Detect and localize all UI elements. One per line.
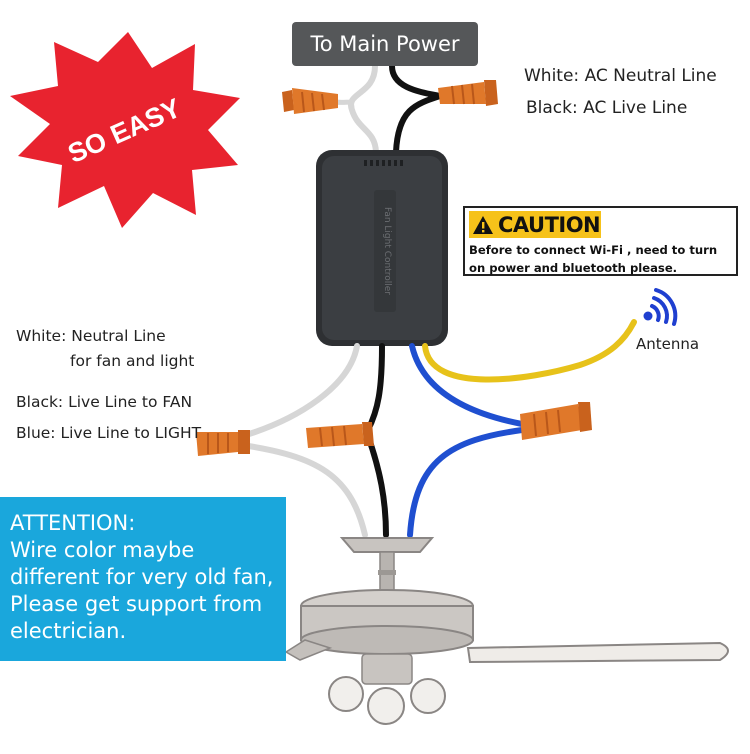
input-white-wire-lead [332,99,355,113]
antenna-signal-icon [643,288,678,326]
caution-title: CAUTION [498,212,601,237]
legend-white-line-2: for fan and light [70,352,195,370]
yellow-antenna-wire [422,319,637,383]
attention-title: ATTENTION: [10,511,136,535]
starburst-shape [10,32,240,228]
caution-header: CAUTION [469,211,601,238]
controller-module: Fan Light Controller [316,150,448,346]
warning-icon [473,215,493,234]
legend-black: Black: Live Line to FAN [16,393,193,411]
connector-white [196,430,250,456]
caution-box: CAUTION Before to connect Wi-Fi , need t… [463,206,738,276]
attention-line-1: Wire color maybe [10,538,195,562]
caution-message: Before to connect Wi-Fi , need to turn o… [469,241,737,277]
ceiling-fan [284,537,729,725]
blue-light-wire-top [409,343,525,427]
so-easy-badge: SO EASY [10,32,240,228]
module-label: Fan Light Controller [382,207,392,295]
main-power-text: To Main Power [310,32,460,56]
antenna-label: Antenna [636,335,700,353]
attention-line-3: Please get support from [10,592,263,616]
attention-box: ATTENTION: Wire color maybe different fo… [0,497,286,661]
legend-white-line-1: White: Neutral Line [16,327,166,345]
top-legend-black: Black: AC Live Line [526,98,688,118]
top-legend-white: White: AC Neutral Line [524,66,717,86]
input-wires [332,63,452,155]
connector-black [306,422,374,448]
input-connector-right [438,80,498,106]
input-black-wire [389,63,452,155]
legend-blue: Blue: Live Line to LIGHT [16,424,202,442]
attention-line-4: electrician. [10,619,127,643]
output-wires [233,319,637,538]
attention-line-2: different for very old fan, [10,565,274,589]
main-power-label: To Main Power [292,22,478,66]
input-white-wire [348,63,379,155]
blue-light-wire-bottom [407,427,525,538]
input-connector-left [282,88,338,114]
caution-line-1: Before to connect Wi-Fi , need to turn [469,243,718,257]
connector-blue [520,402,592,440]
caution-line-2: on power and bluetooth please. [469,261,678,275]
white-neutral-wire [233,343,368,538]
